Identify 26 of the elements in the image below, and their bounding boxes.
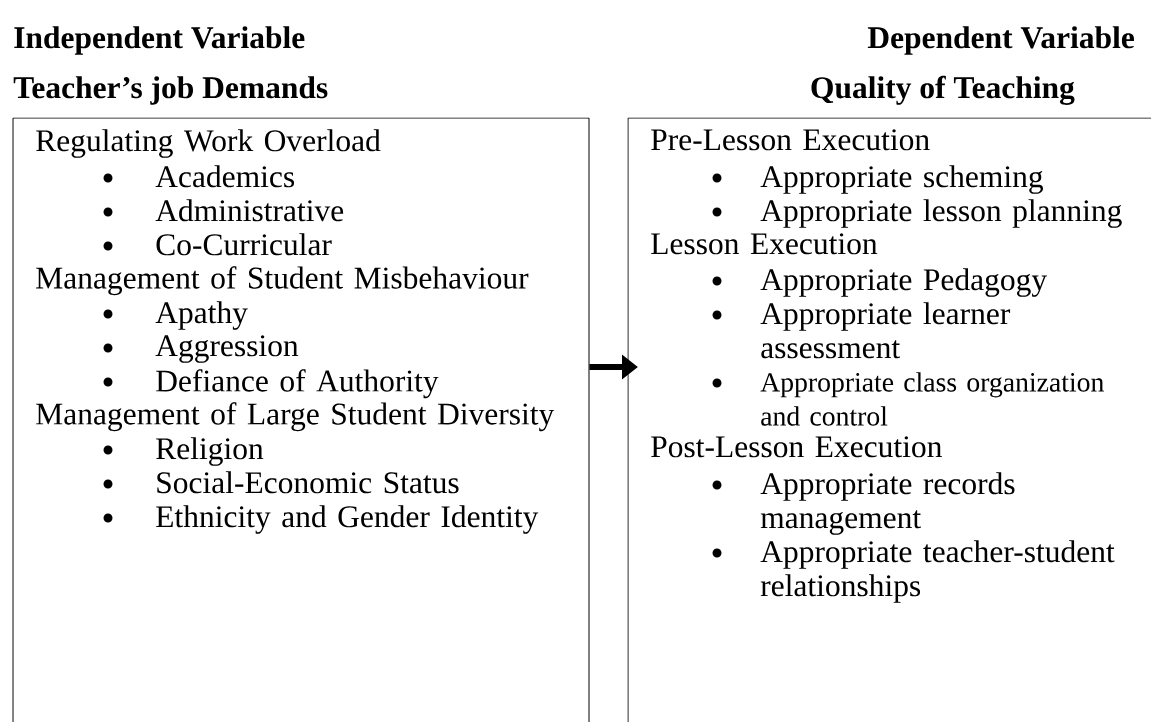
list-item: Appropriate scheming [760, 165, 1044, 194]
list-item: Social-Economic Status [157, 471, 459, 494]
list-heading: Lesson Execution [651, 233, 878, 255]
list-item: Appropriate teacher-student relationships [760, 540, 1115, 603]
list-item: Co-Curricular [156, 233, 332, 256]
list-item: Administrative [155, 199, 344, 222]
column-label: Independent Variable [14, 26, 305, 55]
list-item: Aggression [155, 335, 299, 363]
list-item: Appropriate Pedagogy [760, 268, 1047, 297]
list-item: Appropriate learner assessment [760, 302, 1011, 359]
list-item: Appropriate records management [760, 472, 1015, 535]
list-heading: Pre-Lesson Execution [651, 129, 930, 151]
list-item: Appropriate class organization and control [760, 372, 1104, 426]
list-item: Defiance of Authority [156, 369, 439, 399]
list-item: Appropriate lesson planning [760, 199, 1122, 228]
list-item: Apathy [155, 301, 248, 330]
list-item: Religion [156, 437, 264, 466]
list-heading: Management of Student Misbehaviour [36, 266, 529, 296]
column-label: Dependent Variable [867, 26, 1134, 55]
list-item: Ethnicity and Gender Identity [156, 505, 539, 534]
list-heading: Management of Large Student Diversity [36, 402, 555, 432]
list-heading: Post-Lesson Execution [651, 436, 942, 458]
heading: Quality of Teaching [811, 75, 1075, 105]
heading: Teacher’s job Demands [13, 76, 328, 105]
list-heading: Regulating Work Overload [36, 129, 381, 158]
list-item: Academics [155, 165, 295, 188]
